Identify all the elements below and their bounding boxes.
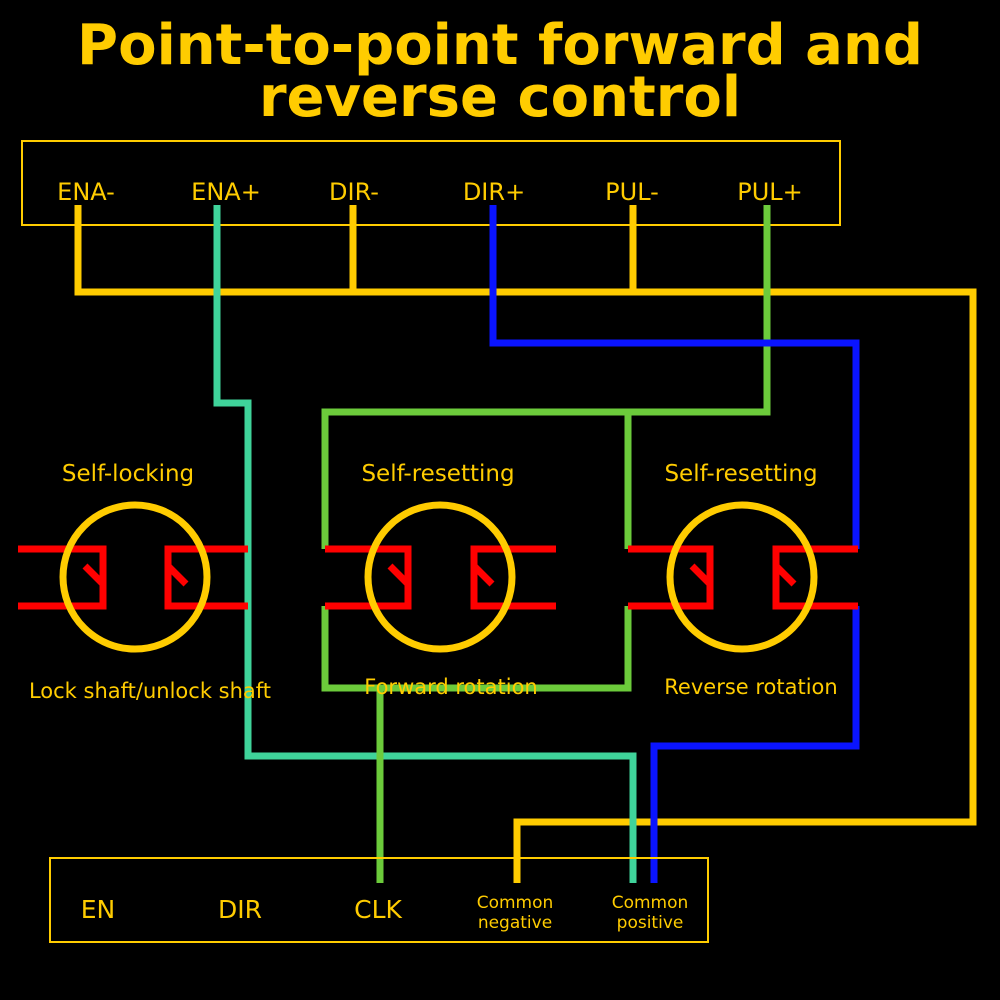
- yellow-common-negative-wire: [74, 205, 977, 883]
- terminal-label-clk: CLK: [354, 895, 402, 924]
- driver-terminal-block: [21, 140, 841, 226]
- switch-contact-left: [18, 545, 107, 610]
- diagram-title-line-2: reverse control: [259, 65, 741, 130]
- switch-contact-notch: [471, 563, 495, 587]
- switch-type-label: Self-resetting: [361, 461, 514, 487]
- green-pul-plus-wire: [321, 205, 771, 549]
- switch-button-ring: [59, 501, 211, 653]
- switch-button-ring: [666, 501, 818, 653]
- switch-type-label: Self-resetting: [664, 461, 817, 487]
- controller-terminal-block: [49, 857, 709, 943]
- switch-contact-notch: [387, 563, 411, 587]
- terminal-label-ena-minus: ENA-: [57, 178, 115, 206]
- terminal-label-common-negative-line-2: negative: [478, 913, 552, 933]
- teal-ena-plus-wire: [213, 205, 637, 883]
- switch-self-resetting-forward: Self-resetting Forward rotation: [325, 461, 556, 699]
- switch-contact-right: [470, 545, 556, 610]
- terminal-label-pul-minus: PUL-: [605, 178, 659, 206]
- switch-contact-left: [628, 545, 714, 610]
- switch-caption: Forward rotation: [364, 675, 537, 699]
- terminal-label-dir: DIR: [218, 895, 262, 924]
- switch-contact-right: [164, 545, 248, 610]
- switch-contact-notch: [773, 563, 797, 587]
- terminal-label-pul-plus: PUL+: [737, 178, 803, 206]
- diagram-title-line-1: Point-to-point forward and: [77, 13, 923, 78]
- terminal-label-common-positive-line-2: positive: [617, 913, 684, 933]
- terminal-label-en: EN: [81, 895, 116, 924]
- terminal-label-dir-plus: DIR+: [463, 178, 525, 206]
- terminal-label-ena-plus: ENA+: [191, 178, 261, 206]
- switch-self-resetting-reverse: Self-resetting Reverse rotation: [628, 461, 858, 699]
- switch-contact-right: [772, 545, 858, 610]
- terminal-label-common-negative-line-1: Common: [477, 893, 554, 913]
- blue-dir-plus-wire: [489, 205, 860, 549]
- terminal-label-dir-minus: DIR-: [329, 178, 379, 206]
- switch-self-locking: Self-locking Lock shaft/unlock shaft: [18, 461, 271, 703]
- switch-button-ring: [364, 501, 516, 653]
- blue-common-positive-wire: [650, 606, 860, 883]
- switch-caption: Reverse rotation: [664, 675, 837, 699]
- switch-contact-notch: [689, 563, 713, 587]
- green-bottom-loop-wire: [321, 606, 632, 692]
- terminal-label-common-positive-line-1: Common: [612, 893, 689, 913]
- switch-contact-notch: [165, 563, 189, 587]
- switch-contact-notch: [82, 563, 106, 587]
- switch-contact-left: [325, 545, 412, 610]
- switch-caption: Lock shaft/unlock shaft: [29, 679, 271, 703]
- switch-type-label: Self-locking: [62, 461, 194, 487]
